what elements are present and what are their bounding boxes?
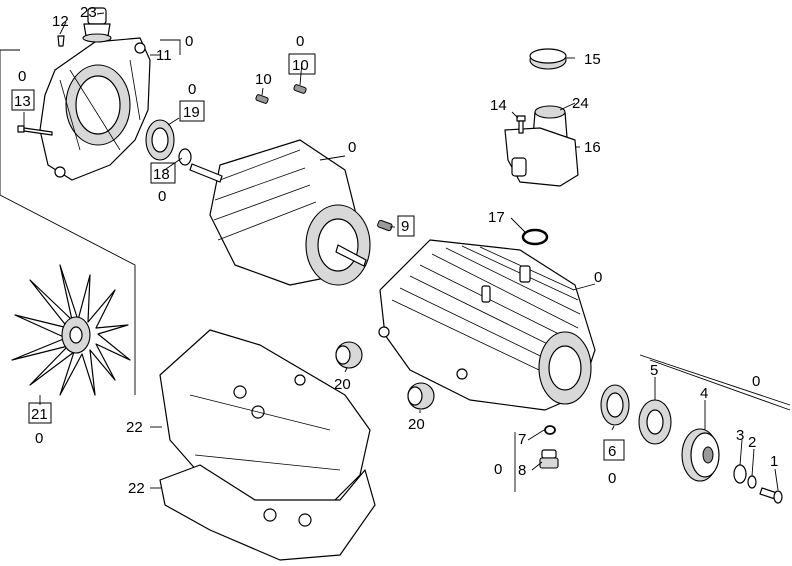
reference-boxes — [11, 53, 625, 461]
callout-3: 3 — [736, 427, 744, 444]
screw-part-1 — [759, 487, 783, 504]
cover-parts-22 — [159, 329, 376, 561]
callout-7: 7 — [518, 431, 526, 448]
bearing-part-5 — [638, 399, 672, 445]
callout-zero-housing: 0 — [594, 269, 602, 286]
callout-2: 2 — [748, 434, 756, 451]
end-shield-part-11 — [39, 37, 151, 181]
cap-part-15 — [529, 48, 567, 70]
callout-zero-kit: 0 — [752, 373, 760, 390]
fan-wheel-part-21 — [11, 264, 131, 396]
callout-zero-13: 0 — [18, 68, 26, 85]
callout-12: 12 — [52, 13, 69, 30]
callout-15: 15 — [584, 51, 601, 68]
plug-part-8 — [539, 449, 559, 469]
callout-14: 14 — [490, 97, 507, 114]
callout-20b: 20 — [408, 416, 425, 433]
callout-zero-21: 0 — [35, 430, 43, 447]
valve-body-part-16 — [504, 127, 579, 187]
motor-rotor — [189, 139, 371, 286]
damper-parts-20 — [335, 341, 435, 410]
callout-23: 23 — [80, 4, 97, 21]
callout-18: 18 — [153, 166, 170, 183]
oring-part-17 — [521, 228, 549, 246]
callout-21: 21 — [31, 406, 48, 423]
callout-16: 16 — [584, 139, 601, 156]
washer-part-2 — [747, 475, 757, 489]
callout-zero-6: 0 — [608, 470, 616, 487]
callout-8: 8 — [518, 462, 526, 479]
callout-4: 4 — [700, 385, 708, 402]
screw-part-14 — [516, 115, 526, 134]
callout-22a: 22 — [126, 419, 143, 436]
callout-13: 13 — [14, 93, 31, 110]
callout-20a: 20 — [334, 376, 351, 393]
callout-5: 5 — [650, 362, 658, 379]
callout-zero-18: 0 — [158, 188, 166, 205]
fan-part-4 — [681, 428, 720, 482]
screw-part-12 — [57, 35, 65, 47]
callout-zero-78: 0 — [494, 461, 502, 478]
bearing-part-19 — [145, 119, 175, 161]
callout-1: 1 — [770, 453, 778, 470]
screw-part-13 — [17, 125, 53, 136]
callout-17: 17 — [488, 209, 505, 226]
callout-24: 24 — [572, 95, 589, 112]
callout-zero-19: 0 — [188, 81, 196, 98]
assembly-bracket-lines — [0, 39, 791, 492]
callout-labels: 1 2 3 4 5 6 7 8 9 10 10 11 12 13 14 15 1… — [14, 4, 778, 497]
motor-housing — [378, 239, 596, 411]
ring-part-7 — [544, 425, 556, 435]
callout-zero-11: 0 — [185, 33, 193, 50]
key-parts-10 — [255, 84, 307, 104]
callout-10b: 10 — [292, 57, 309, 74]
callout-zero-motor: 0 — [348, 139, 356, 156]
washer-part-3 — [733, 464, 747, 484]
callout-19: 19 — [183, 104, 200, 121]
callout-zero-10: 0 — [296, 33, 304, 50]
key-part-9 — [377, 219, 393, 232]
callout-10a: 10 — [255, 71, 272, 88]
oring-part-18 — [178, 148, 192, 166]
leader-lines — [23, 12, 779, 491]
callout-22b: 22 — [128, 480, 145, 497]
callout-6: 6 — [608, 443, 616, 460]
seal-part-6 — [600, 384, 630, 426]
callout-9: 9 — [401, 218, 409, 235]
callout-11: 11 — [156, 47, 172, 64]
plug-part-23 — [82, 7, 112, 43]
